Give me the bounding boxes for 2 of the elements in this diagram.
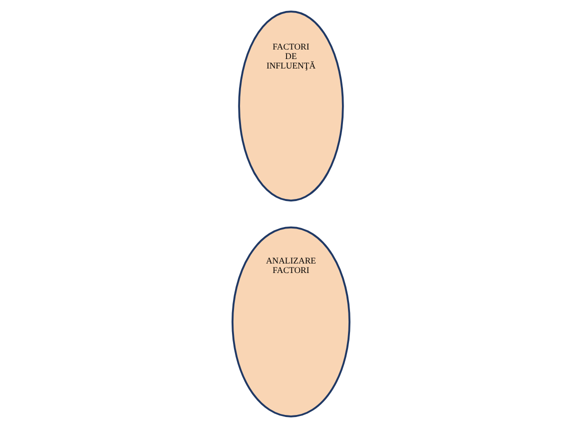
node-ellipse: ANALIZARE FACTORI — [232, 226, 350, 418]
node-ellipse: FACTORI DE INFLUENŢĂ — [238, 10, 344, 202]
